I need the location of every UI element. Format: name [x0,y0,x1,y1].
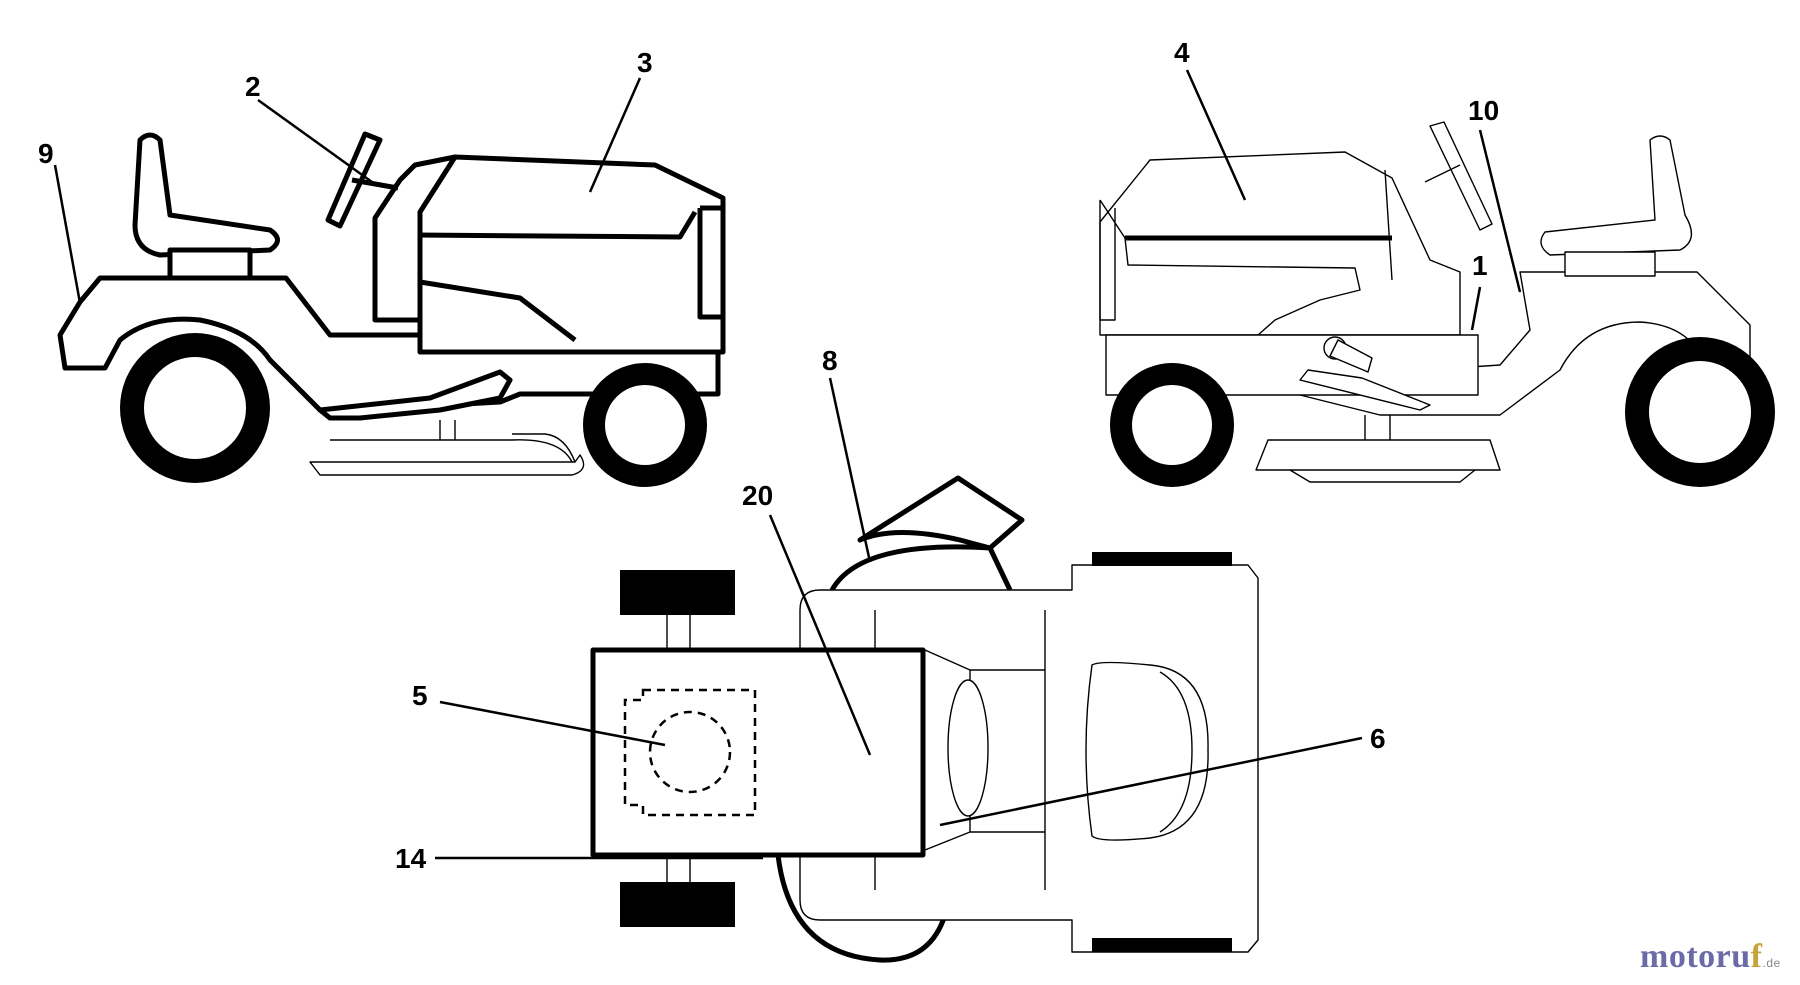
rear-fender [57,275,721,413]
callout-14: 14 [395,843,427,874]
hood-left [412,154,726,355]
mower-deck-left [309,439,585,476]
front-tire-top-upper [620,570,735,615]
tractor-top-view [590,475,1259,963]
seat-left [132,132,280,258]
callout-5: 5 [412,680,428,711]
tractor-left-side-view [57,131,726,487]
callout-labels: 9 2 3 4 10 1 8 20 5 6 14 [38,37,1499,874]
callout-6: 6 [1370,723,1386,754]
callout-1: 1 [1472,250,1488,281]
hood-top [590,647,926,858]
discharge-chute [829,475,1025,592]
rear-tire-top-upper [1092,552,1232,566]
foot-rest-left [317,369,513,421]
engine-outline [623,688,757,817]
steering-wheel-right [1429,121,1493,231]
callout-9: 9 [38,138,54,169]
callout-2: 2 [245,71,261,102]
callout-10: 10 [1468,95,1499,126]
callout-8: 8 [822,345,838,376]
leader-lines [53,69,1522,860]
callout-20: 20 [742,480,773,511]
rear-tire-top-lower [1092,938,1232,952]
callout-4: 4 [1174,37,1190,68]
hood-right [1099,151,1461,336]
callout-3: 3 [637,47,653,78]
front-tire-top-lower [620,882,735,927]
logo-suffix: .de [1762,956,1781,970]
seat-right [1540,135,1693,256]
logo-text-accent: f [1750,938,1763,975]
dash-left [372,154,458,323]
watermark-logo: motoruf.de [1640,938,1781,976]
seat-top [1085,661,1209,841]
mower-deck-right [1255,439,1501,483]
logo-text-main: motoru [1640,938,1751,975]
tractor-right-side-view [1099,121,1775,487]
